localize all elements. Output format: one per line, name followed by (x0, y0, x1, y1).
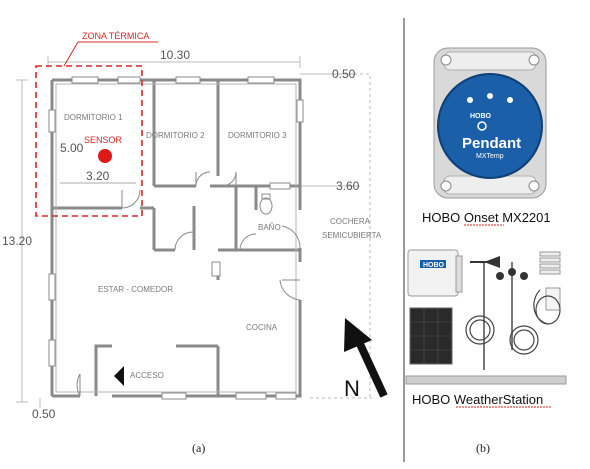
room-cochera-line2: SEMICUBIERTA (322, 231, 382, 240)
thermal-zone-outline (35, 65, 143, 217)
station-label: HOBO WeatherStation (412, 392, 543, 407)
dim-top: 10.30 (160, 48, 190, 62)
room-cochera-line1: COCHERA (330, 217, 371, 226)
caption-b: (b) (476, 441, 490, 455)
pendant-label: HOBO Onset MX2201 (422, 210, 551, 225)
wall-inner-edges (55, 83, 297, 393)
north-arrow-icon (344, 318, 388, 398)
dim-dorm-height: 5.00 (60, 141, 84, 155)
north-label: N (344, 376, 360, 401)
windows (48, 76, 304, 400)
thermal-zone-label: ZONA TÉRMICA (82, 31, 149, 41)
weather-station (405, 249, 567, 385)
pendant-logger (433, 47, 547, 199)
room-bano: BAÑO (258, 223, 281, 232)
pendant-brand: HOBO (470, 113, 492, 120)
sensor-dot (98, 149, 112, 163)
caption-a: (a) (192, 441, 205, 455)
dim-right: 3.60 (336, 179, 360, 193)
dim-top-right: 0.50 (332, 67, 356, 81)
room-dormitorio-2: DORMITORIO 2 (146, 131, 205, 140)
room-dormitorio-3: DORMITORIO 3 (228, 131, 287, 140)
dim-bottom-left: 0.50 (32, 407, 56, 421)
sensor-label: SENSOR (84, 135, 123, 145)
doors (76, 171, 301, 397)
room-cocina: COCINA (246, 323, 278, 332)
entrance-arrow-icon (114, 366, 124, 386)
devices-panel: HOBO Pendant MXTemp HOBO Onset MX2201 (405, 47, 567, 455)
floor-plan: ZONA TÉRMICA SENSOR 10.30 0.50 13.20 5.0… (2, 31, 388, 455)
station-logo: HOBO (423, 262, 445, 269)
room-dormitorio-1: DORMITORIO 1 (64, 113, 123, 122)
pendant-name: Pendant (462, 135, 521, 152)
room-acceso: ACCESO (130, 371, 164, 380)
walls (50, 78, 302, 398)
dimension-lines (16, 56, 372, 408)
pendant-model: MXTemp (476, 153, 504, 160)
thermal-zone-leader (63, 41, 79, 67)
dim-left: 13.20 (2, 234, 32, 248)
room-estar-comedor: ESTAR - COMEDOR (98, 285, 173, 294)
pendant-button-icon (477, 121, 487, 131)
dim-dorm-width: 3.20 (86, 169, 110, 183)
